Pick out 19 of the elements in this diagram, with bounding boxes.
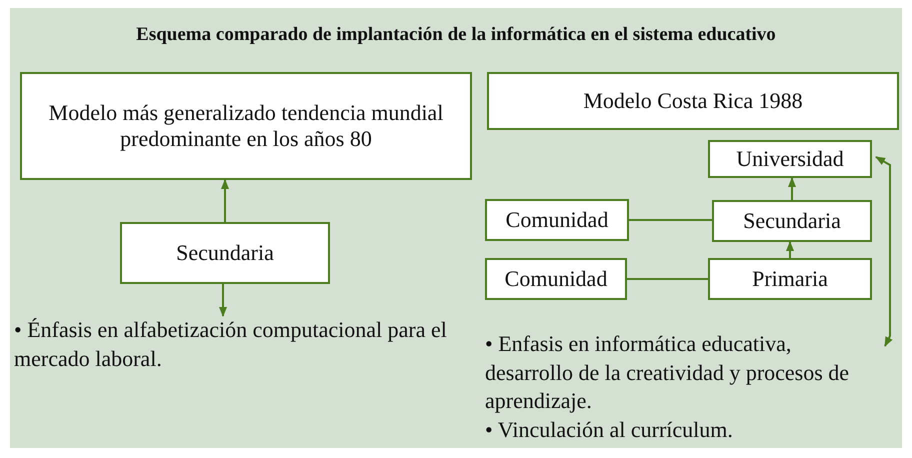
process-box: Comunidad xyxy=(485,258,627,300)
process-box: Primaria xyxy=(708,258,872,300)
bullet-note: • Vinculación al currículum. xyxy=(485,416,734,444)
diagram-title: Esquema comparado de implantación de la informática en el sistema educativo xyxy=(135,24,777,46)
process-box: Secundaria xyxy=(120,222,330,284)
connector xyxy=(219,284,227,317)
connector xyxy=(786,241,794,258)
bullet-note: • Enfasis en informática educativa, desarrollo de la creatividad y procesos de aprendizaje. xyxy=(485,330,850,416)
connector xyxy=(627,278,708,280)
process-box: Modelo más generalizado tendencia mundial predominante en los años 80 xyxy=(20,72,472,180)
connector xyxy=(629,219,712,221)
connector xyxy=(875,156,893,347)
process-box: Modelo Costa Rica 1988 xyxy=(487,72,899,130)
process-box: Universidad xyxy=(708,140,872,178)
connector xyxy=(221,179,229,222)
connector xyxy=(788,177,796,200)
process-box: Comunidad xyxy=(485,199,629,241)
bullet-note: • Énfasis en alfabetización computacional para el mercado laboral. xyxy=(14,316,448,373)
process-box: Secundaria xyxy=(712,200,872,242)
